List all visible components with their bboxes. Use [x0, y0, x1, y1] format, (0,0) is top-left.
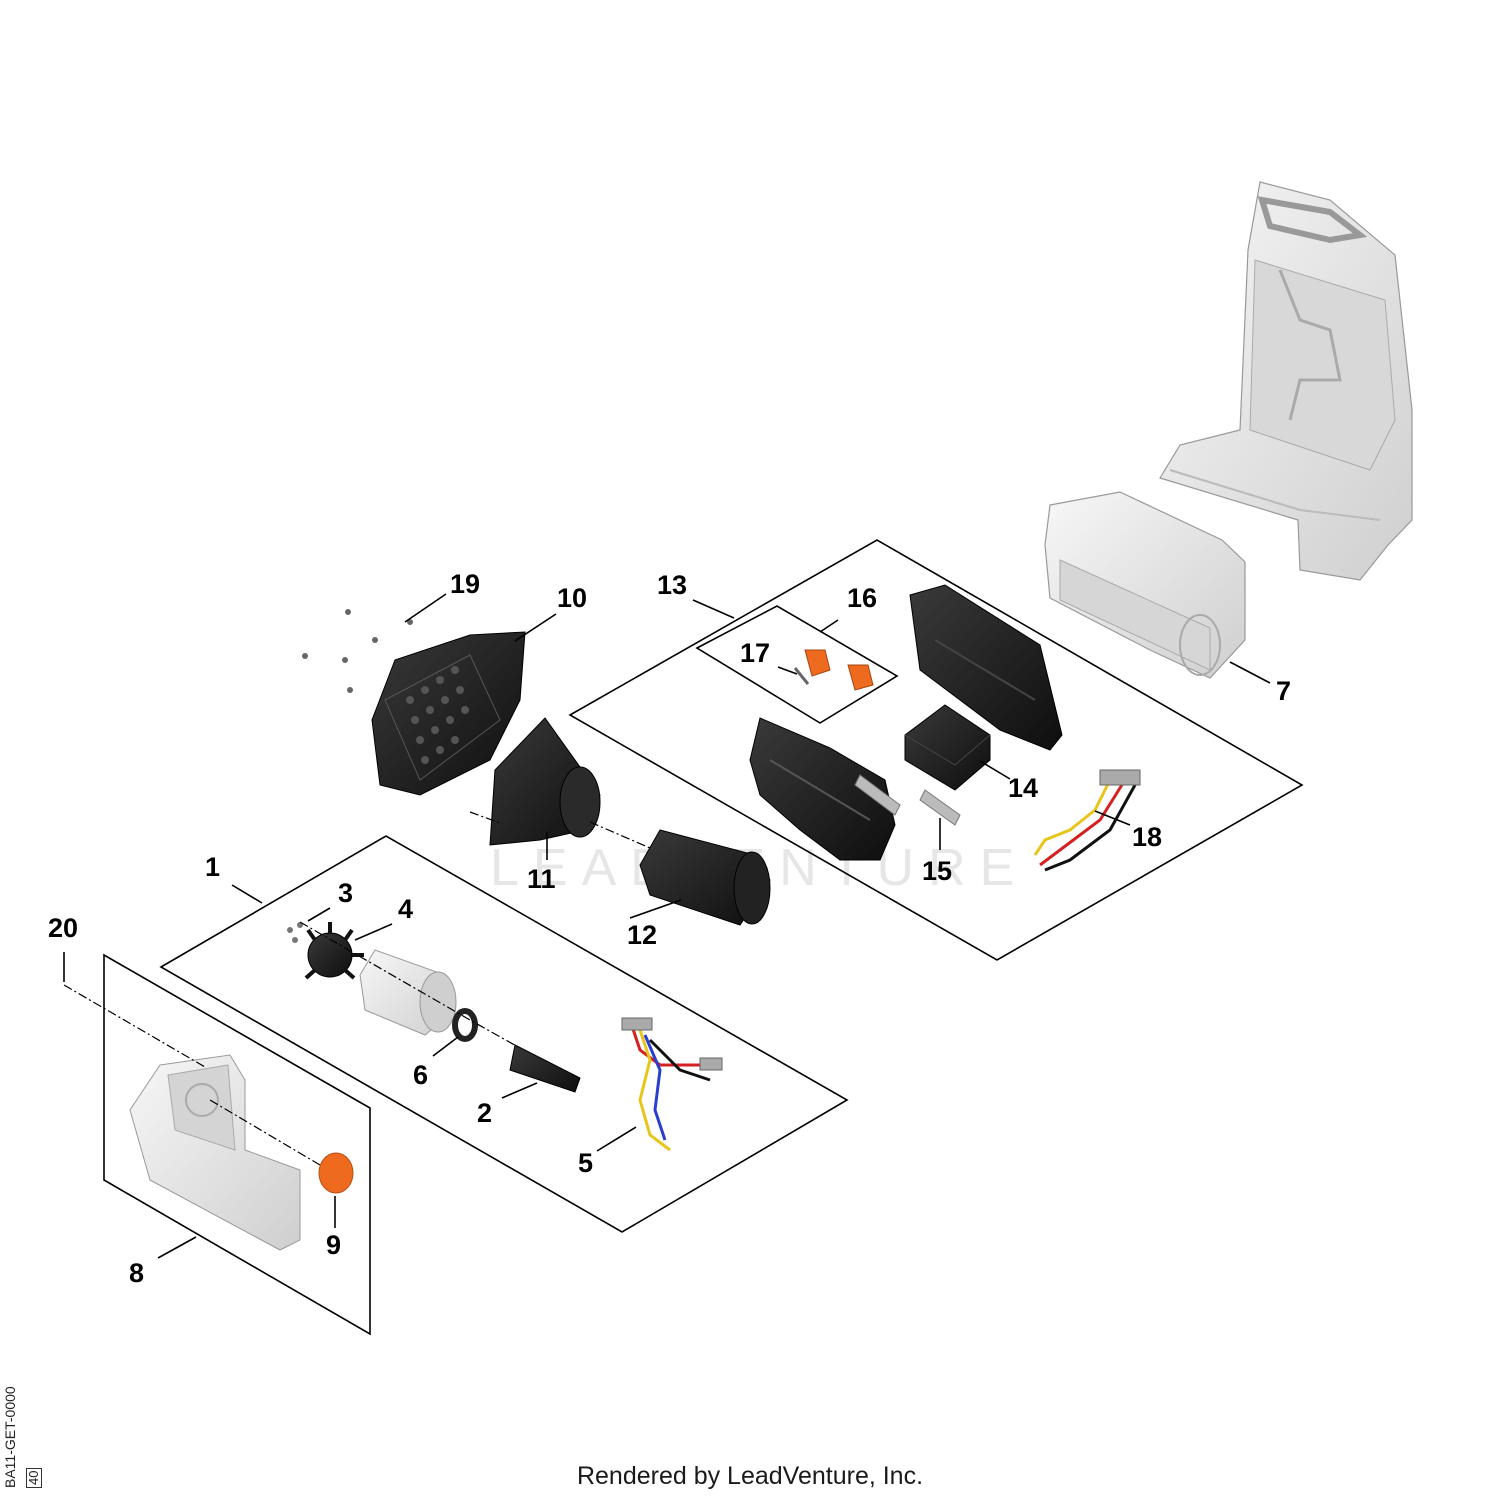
callout-labels: 1 2 3 4 5 6 7 8 9 10 11 12 13 14 15 16 1…	[48, 569, 1291, 1288]
wiring-harness-5	[621, 1017, 723, 1152]
callout-4: 4	[398, 894, 413, 924]
fan-impeller-4	[304, 922, 364, 980]
callout-9: 9	[326, 1230, 341, 1260]
backplate-frame	[1159, 181, 1413, 581]
callout-17: 17	[740, 638, 770, 668]
group-outline-8	[103, 953, 371, 1336]
cone-2	[509, 1044, 581, 1093]
callout-13: 13	[657, 570, 687, 600]
outlet-housing	[129, 1054, 301, 1251]
fan-housing-tube	[639, 829, 771, 926]
callout-6: 6	[413, 1060, 428, 1090]
wiring-harness-18	[1033, 769, 1141, 872]
group-outline-1	[159, 835, 849, 1233]
battery-tray-housing	[1044, 491, 1246, 679]
bearing-ring-6	[452, 1008, 478, 1042]
callout-8: 8	[129, 1258, 144, 1288]
control-module-14	[904, 704, 991, 791]
footer-credit: Rendered by LeadVenture, Inc.	[576, 1462, 924, 1490]
leader-lines	[63, 593, 1271, 1259]
group-outline-13	[568, 539, 1304, 961]
lower-electronics-housing	[749, 717, 896, 861]
release-button-16	[804, 649, 874, 691]
callout-19: 19	[450, 569, 480, 599]
callout-2: 2	[477, 1098, 492, 1128]
air-guide-nozzle	[489, 717, 601, 846]
intake-grille	[371, 631, 526, 796]
callout-18: 18	[1132, 822, 1162, 852]
callout-14: 14	[1008, 773, 1038, 803]
electric-motor	[359, 949, 457, 1036]
callout-7: 7	[1276, 676, 1291, 706]
callout-10: 10	[557, 583, 587, 613]
callout-12: 12	[627, 920, 657, 950]
screws-3	[287, 922, 303, 943]
stihl-badge-9	[318, 1152, 354, 1194]
group-outline-16	[695, 605, 899, 724]
callout-11: 11	[527, 864, 556, 894]
contact-spring-15	[854, 774, 961, 826]
callout-15: 15	[922, 856, 952, 886]
callout-1: 1	[205, 852, 220, 882]
spring-clip-17	[793, 667, 810, 685]
upper-electronics-housing	[909, 584, 1063, 751]
callout-20: 20	[48, 913, 78, 943]
callout-5: 5	[578, 1148, 593, 1178]
callout-3: 3	[338, 878, 353, 908]
callout-16: 16	[847, 583, 877, 613]
alignment-lines	[63, 811, 651, 1166]
